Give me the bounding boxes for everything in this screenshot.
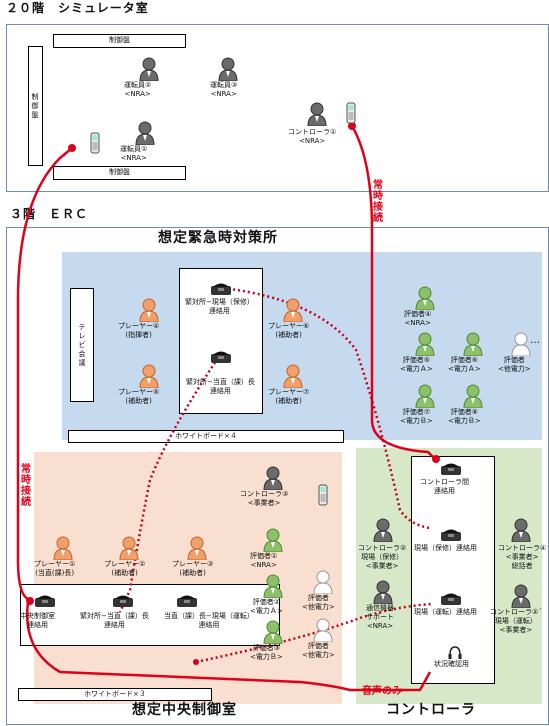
- phone-office-maintenance-icon: [211, 283, 231, 295]
- phone-maintenance-icon: [441, 529, 461, 541]
- eval-other-office-icon: [511, 332, 531, 356]
- operator3-label: 運転員③<NRA>: [210, 81, 238, 98]
- eval5-icon: [415, 332, 435, 356]
- phone-maintenance-label: 現場（保修）連絡用: [414, 544, 477, 552]
- eval7-label: 評価者⑦<電力Ｂ>: [400, 408, 433, 425]
- constant-connection-label-left: 常時接続: [21, 464, 31, 508]
- whiteboard-central: ホワイトボード×３: [18, 688, 212, 701]
- eval7-icon: [415, 384, 435, 408]
- eval1-label: 評価者①<NRA>: [250, 552, 278, 569]
- phone-central-operation-icon: [177, 595, 197, 607]
- player5-label: プレーヤー⑤(補助者): [118, 388, 160, 405]
- operator2-icon: [139, 57, 159, 81]
- central-control-area: [34, 452, 342, 704]
- player1-icon: [53, 536, 73, 560]
- eval8-label: 評価者⑧<電力Ｂ>: [448, 408, 481, 425]
- controller1-label: コントローラ①<NRA>: [288, 128, 337, 145]
- controller3-label: コントローラ③<事業者>: [240, 490, 289, 507]
- controller-area-title: コントローラ: [386, 702, 476, 718]
- phone-central-label: 中央制御室連絡用: [20, 612, 55, 629]
- operator3-icon: [218, 57, 238, 81]
- player4-icon: [139, 298, 159, 322]
- eval-other-office-label: 評価者<他電力>: [498, 356, 531, 373]
- status-check-icon: [448, 646, 462, 659]
- controller1-icon: [307, 102, 327, 126]
- phone-inter-controller-label: コントローラ間連絡用: [420, 478, 469, 495]
- eval3-icon: [263, 620, 283, 644]
- eval4-label: 評価者④<NRA>: [404, 310, 432, 327]
- eval1-icon: [263, 528, 283, 552]
- phone-central-chief-icon: [113, 595, 133, 607]
- eval-other-central-label: 評価者<他電力>: [302, 594, 335, 611]
- player5-icon: [139, 364, 159, 388]
- operator2-label: 運転員②<NRA>: [124, 81, 152, 98]
- voice-only-label: 音声のみ: [362, 686, 402, 697]
- eval-other-central-icon: [313, 570, 333, 594]
- player3-label: プレーヤー③(補助者): [172, 560, 214, 577]
- sim-phone-left-icon: [90, 132, 100, 154]
- phone-central-operation-label: 当直（課）長−現場（運転）連絡用: [164, 612, 254, 629]
- operator1-label: 運転員①<NRA>: [120, 145, 148, 162]
- phone-operation-label: 現場（運転）連絡用: [414, 608, 477, 616]
- whiteboard-office: ホワイトボード×４: [68, 430, 344, 443]
- phone-office-maintenance-label: 緊対所−現場（保修）連絡用: [185, 298, 254, 315]
- phone-office-chief-icon: [211, 351, 231, 363]
- line-office-shift-chief: [118, 357, 220, 613]
- player2-label: プレーヤー②(補助者): [104, 560, 146, 577]
- central-control-desk: [20, 584, 280, 646]
- central-control-title: 想定中央制御室: [132, 702, 237, 718]
- emergency-office-title: 想定緊急時対策所: [158, 230, 278, 246]
- line-central-operation: [195, 602, 433, 664]
- phone-operation-icon: [441, 593, 461, 605]
- control-panel-left: 制御盤: [28, 46, 43, 166]
- line-sim-to-central: [16, 147, 73, 602]
- eval2-icon: [263, 574, 283, 598]
- simulator-room-title: ２０階 シミュレータ室: [6, 1, 149, 15]
- tv-conference-screen: テレビ会議: [70, 288, 94, 402]
- eval-other-central2-label: 評価者<他電力>: [302, 642, 335, 659]
- player4-label: プレーヤー④(指揮者): [118, 322, 160, 339]
- controller2b-icon: [511, 584, 531, 608]
- controller-phone-table: [411, 456, 495, 684]
- eval3-label: 評価者③<電力Ｂ>: [250, 644, 283, 661]
- comm-support-label: 通信機器サポート<NRA>: [366, 604, 394, 630]
- eval2-label: 評価者②<電力Ａ>: [250, 598, 283, 615]
- status-check-label: 状況確認用: [434, 660, 469, 668]
- controller2b-label: コントローラ②´現場（運転）<事業者>: [490, 608, 542, 634]
- controller4-label: コントローラ④<事業者>総括者: [498, 544, 547, 570]
- line-controller1-to-controller: [350, 125, 437, 461]
- eval-other-central2-icon: [313, 618, 333, 642]
- central-handset-icon: [318, 484, 328, 506]
- eval5-label: 評価者⑤<電力Ａ>: [400, 356, 433, 373]
- player2-icon: [119, 536, 139, 560]
- emergency-office-area: [62, 252, 542, 440]
- phone-central-icon: [35, 595, 55, 607]
- player7-icon: [283, 364, 303, 388]
- eval8-icon: [463, 384, 483, 408]
- player3-icon: [187, 536, 207, 560]
- phone-central-chief-label: 緊対所−当直（課）長連絡用: [80, 612, 149, 629]
- phone-inter-controller-icon: [441, 463, 461, 475]
- constant-connection-label-right: 常時接続: [373, 180, 383, 224]
- eval6-icon: [463, 332, 483, 356]
- controller4-icon: [511, 518, 531, 542]
- phone-office-chief-label: 緊対所−当直（課）長連絡用: [186, 378, 255, 395]
- player7-label: プレーヤー⑦(補助者): [268, 388, 310, 405]
- sim-phone-right-icon: [346, 102, 356, 124]
- control-panel-bottom: 制御盤: [53, 166, 186, 180]
- player6-label: プレーヤー⑥(補助者): [268, 322, 310, 339]
- ellipsis: …: [530, 335, 540, 346]
- player6-icon: [283, 298, 303, 322]
- eval6-label: 評価者⑥<電力Ａ>: [448, 356, 481, 373]
- controller3-icon: [263, 466, 283, 490]
- control-panel-top: 制御盤: [53, 34, 186, 48]
- comm-support-icon: [373, 580, 393, 604]
- player1-label: プレーヤー①(当直(課)長): [34, 560, 76, 577]
- line-central-to-controller: [25, 601, 432, 692]
- controller2-icon: [373, 518, 393, 542]
- operator1-icon: [135, 121, 155, 145]
- eval4-icon: [415, 286, 435, 310]
